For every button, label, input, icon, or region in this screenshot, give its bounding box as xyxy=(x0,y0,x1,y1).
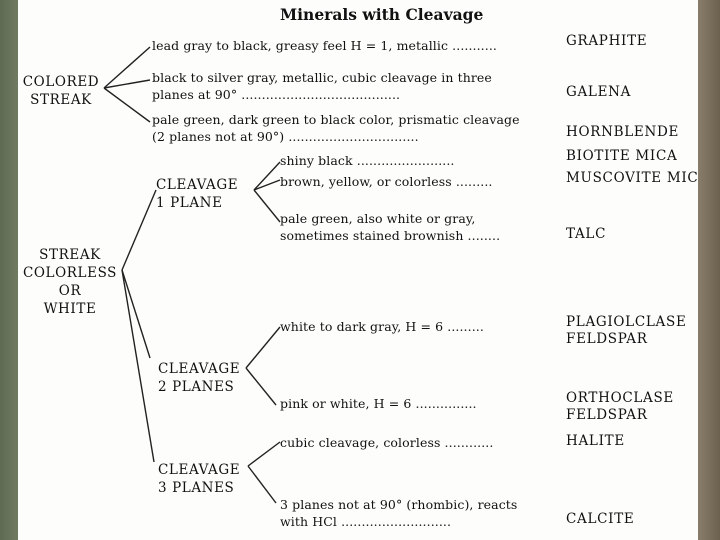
category-cleavage-2-planes: CLEAVAGE 2 PLANES xyxy=(158,360,240,396)
mineral-halite: HALITE xyxy=(566,433,625,450)
mineral-line: FELDSPAR xyxy=(566,407,674,424)
mineral-biotite-mica: BIOTITE MICA xyxy=(566,148,677,165)
category-line: OR xyxy=(18,282,122,300)
category-line: WHITE xyxy=(18,300,122,318)
description-line: black to silver gray, metallic, cubic cl… xyxy=(152,69,492,86)
description-plagioclase: white to dark gray, H = 6 ......... xyxy=(280,318,484,335)
mineral-line: GALENA xyxy=(566,84,631,101)
description-line: with HCl ........................... xyxy=(280,513,517,530)
mineral-graphite: GRAPHITE xyxy=(566,33,647,50)
description-line: 3 planes not at 90° (rhombic), reacts xyxy=(280,496,517,513)
mineral-orthoclase-feldspar: ORTHOCLASE FELDSPAR xyxy=(566,390,674,424)
description-line: (2 planes not at 90°) ..................… xyxy=(152,128,520,145)
mineral-hornblende: HORNBLENDE xyxy=(566,124,679,141)
category-line: STREAK xyxy=(18,91,104,109)
description-hornblende: pale green, dark green to black color, p… xyxy=(152,111,520,145)
description-line: pale green, dark green to black color, p… xyxy=(152,111,520,128)
mineral-line: HORNBLENDE xyxy=(566,124,679,141)
mineral-line: MUSCOVITE MICA xyxy=(566,170,698,187)
category-line: COLORED xyxy=(18,73,104,91)
mineral-line: GRAPHITE xyxy=(566,33,647,50)
mineral-plagioclase-feldspar: PLAGIOLCLASE FELDSPAR xyxy=(566,314,687,348)
description-biotite: shiny black ........................ xyxy=(280,152,455,169)
mineral-line: TALC xyxy=(566,226,606,243)
category-line: 3 PLANES xyxy=(158,479,240,497)
description-galena: black to silver gray, metallic, cubic cl… xyxy=(152,69,492,103)
mineral-line: PLAGIOLCLASE xyxy=(566,314,687,331)
description-line: planes at 90° ..........................… xyxy=(152,86,492,103)
mineral-line: FELDSPAR xyxy=(566,331,687,348)
mineral-line: CALCITE xyxy=(566,511,634,528)
description-line: brown, yellow, or colorless ......... xyxy=(280,173,493,190)
description-line: pink or white, H = 6 ............... xyxy=(280,395,477,412)
description-line: pale green, also white or gray, xyxy=(280,210,500,227)
description-line: shiny black ........................ xyxy=(280,152,455,169)
mineral-line: BIOTITE MICA xyxy=(566,148,677,165)
category-line: COLORLESS xyxy=(18,264,122,282)
description-line: lead gray to black, greasy feel H = 1, m… xyxy=(152,37,497,54)
description-halite: cubic cleavage, colorless ............ xyxy=(280,434,493,451)
mineral-muscovite-mica: MUSCOVITE MICA xyxy=(566,170,698,187)
mineral-line: HALITE xyxy=(566,433,625,450)
description-calcite: 3 planes not at 90° (rhombic), reacts wi… xyxy=(280,496,517,530)
mineral-talc: TALC xyxy=(566,226,606,243)
description-line: sometimes stained brownish ........ xyxy=(280,227,500,244)
description-orthoclase: pink or white, H = 6 ............... xyxy=(280,395,477,412)
description-muscovite: brown, yellow, or colorless ......... xyxy=(280,173,493,190)
mineral-line: ORTHOCLASE xyxy=(566,390,674,407)
description-line: cubic cleavage, colorless ............ xyxy=(280,434,493,451)
category-cleavage-3-planes: CLEAVAGE 3 PLANES xyxy=(158,461,240,497)
category-streak-colorless: STREAK COLORLESS OR WHITE xyxy=(18,246,122,318)
category-line: CLEAVAGE xyxy=(158,360,240,378)
category-colored-streak: COLORED STREAK xyxy=(18,73,104,109)
mineral-galena: GALENA xyxy=(566,84,631,101)
category-line: 2 PLANES xyxy=(158,378,240,396)
category-cleavage-1-plane: CLEAVAGE 1 PLANE xyxy=(156,176,238,212)
category-line: STREAK xyxy=(18,246,122,264)
category-line: 1 PLANE xyxy=(156,194,238,212)
diagram-title: Minerals with Cleavage xyxy=(280,6,483,23)
description-graphite: lead gray to black, greasy feel H = 1, m… xyxy=(152,37,497,54)
mineral-calcite: CALCITE xyxy=(566,511,634,528)
category-line: CLEAVAGE xyxy=(158,461,240,479)
description-talc: pale green, also white or gray, sometime… xyxy=(280,210,500,244)
diagram-page: Minerals with Cleavage COLORED STREAK ST… xyxy=(18,0,698,540)
category-line: CLEAVAGE xyxy=(156,176,238,194)
description-line: white to dark gray, H = 6 ......... xyxy=(280,318,484,335)
